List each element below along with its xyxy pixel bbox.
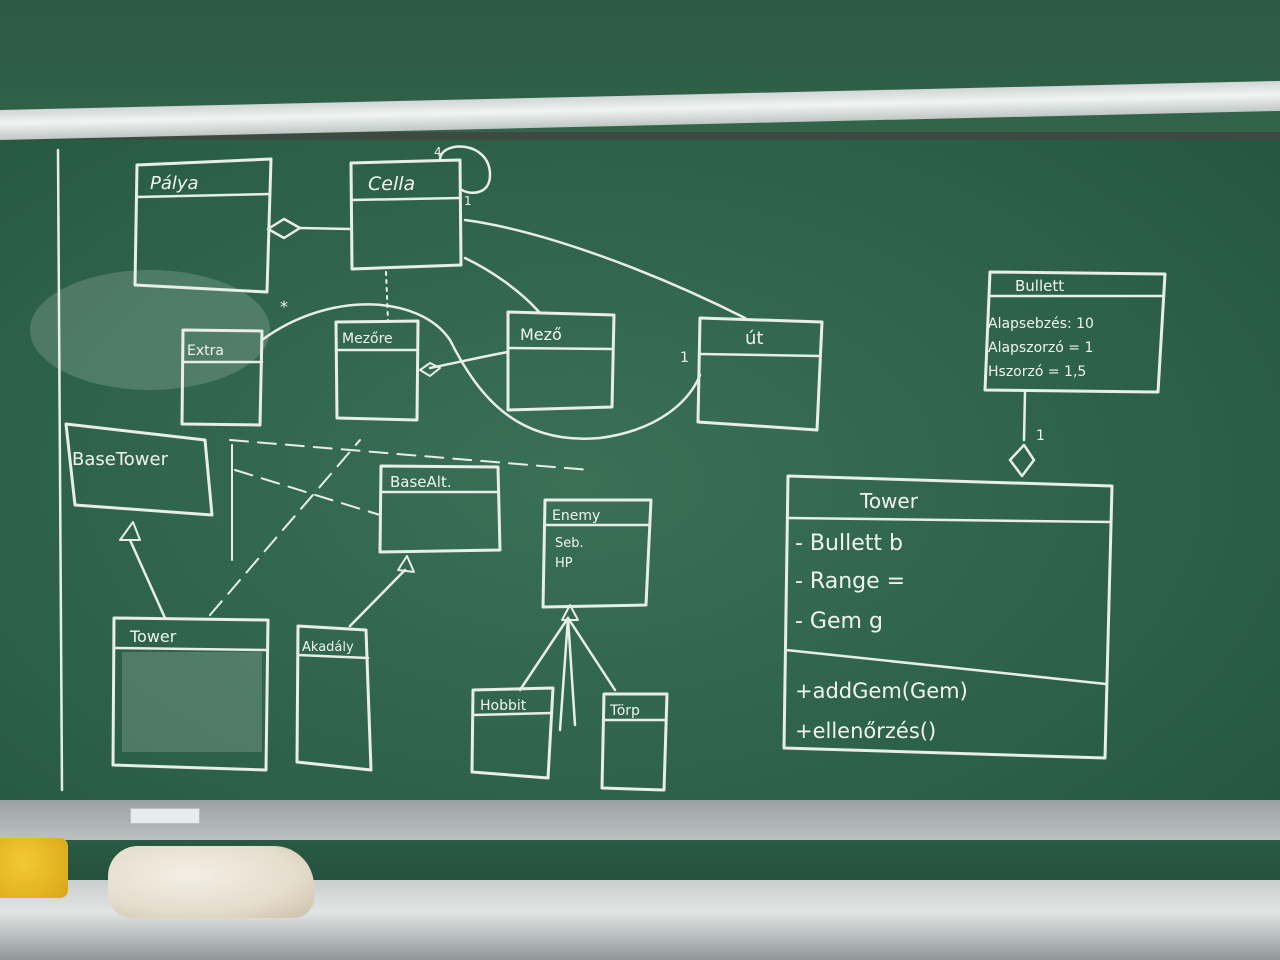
class-palya: Pálya (133, 157, 273, 294)
cella-name: Cella (368, 173, 415, 195)
tower-method-ellenorzes: +ellenőrzés() (795, 719, 936, 743)
dashed-dependencies (209, 439, 591, 616)
association-curves (260, 303, 702, 440)
class-bullett: Bullett Alapsebzés: 10 Alapszorzó = 1 Hs… (983, 270, 1167, 394)
basealt-name: BaseAlt. (390, 473, 452, 491)
bullett-attr-2: Alapszorzó = 1 (988, 340, 1093, 356)
bullett-tower-composition: 1 (1008, 390, 1045, 478)
class-tower-small: Tower (111, 521, 270, 772)
class-akadaly: Akadály (295, 555, 415, 772)
extra-multiplicity: * (280, 297, 288, 316)
divider-line (56, 148, 64, 792)
cella-self-multiplicity: 4 (434, 145, 442, 159)
tower-attr-bullett: - Bullett b (795, 531, 903, 556)
cleaning-cloth (108, 846, 314, 918)
tower-attr-gem: - Gem g (795, 609, 883, 634)
enemy-attr-seb: Seb. (555, 536, 584, 551)
tower-method-addgem: +addGem(Gem) (795, 679, 968, 703)
class-mezore: Mezőre (334, 319, 420, 422)
basetower-name: BaseTower (72, 449, 169, 470)
mezo-name: Mező (520, 325, 562, 344)
ut-name: út (745, 328, 763, 349)
enemy-attr-hp: HP (555, 556, 573, 571)
mezore-name: Mezőre (342, 331, 393, 347)
class-torp: Törp (600, 692, 669, 792)
tower-big-name: Tower (859, 489, 919, 513)
bullett-name: Bullett (1015, 277, 1064, 295)
hobbit-name: Hobbit (480, 698, 527, 714)
enemy-subclass-lines (518, 604, 617, 732)
class-mezo: Mező (506, 310, 616, 412)
torp-name: Törp (609, 703, 640, 719)
board-clip (130, 808, 200, 824)
class-basetower: BaseTower (64, 422, 214, 517)
class-ut: út 1 (680, 316, 824, 432)
extra-name: Extra (187, 343, 224, 359)
class-basealt: BaseAlt. (378, 464, 502, 554)
bullett-multiplicity: 1 (1036, 428, 1045, 444)
palya-name: Pálya (150, 173, 199, 194)
bullett-attr-1: Alapsebzés: 10 (988, 316, 1094, 332)
bullett-attr-3: Hszorzó = 1,5 (988, 364, 1086, 380)
blackboard (0, 140, 1280, 900)
inheritance-to-cella (385, 218, 747, 321)
ut-multiplicity: 1 (680, 350, 689, 366)
tower-small-name: Tower (129, 627, 177, 646)
class-hobbit: Hobbit (470, 686, 555, 780)
palya-cella-composition (266, 217, 352, 240)
akadaly-name: Akadály (302, 640, 354, 655)
sponge (0, 838, 68, 898)
erased-smudge (30, 270, 270, 390)
class-enemy: Enemy Seb. HP (541, 498, 653, 609)
tower-attr-range: - Range = (795, 569, 905, 594)
enemy-name: Enemy (552, 508, 600, 524)
class-cella: Cella 4 1 (349, 145, 492, 271)
class-extra: Extra * (180, 297, 288, 427)
cella-multiplicity: 1 (464, 194, 472, 208)
class-tower-big: Tower - Bullett b - Range = - Gem g +add… (782, 474, 1114, 760)
